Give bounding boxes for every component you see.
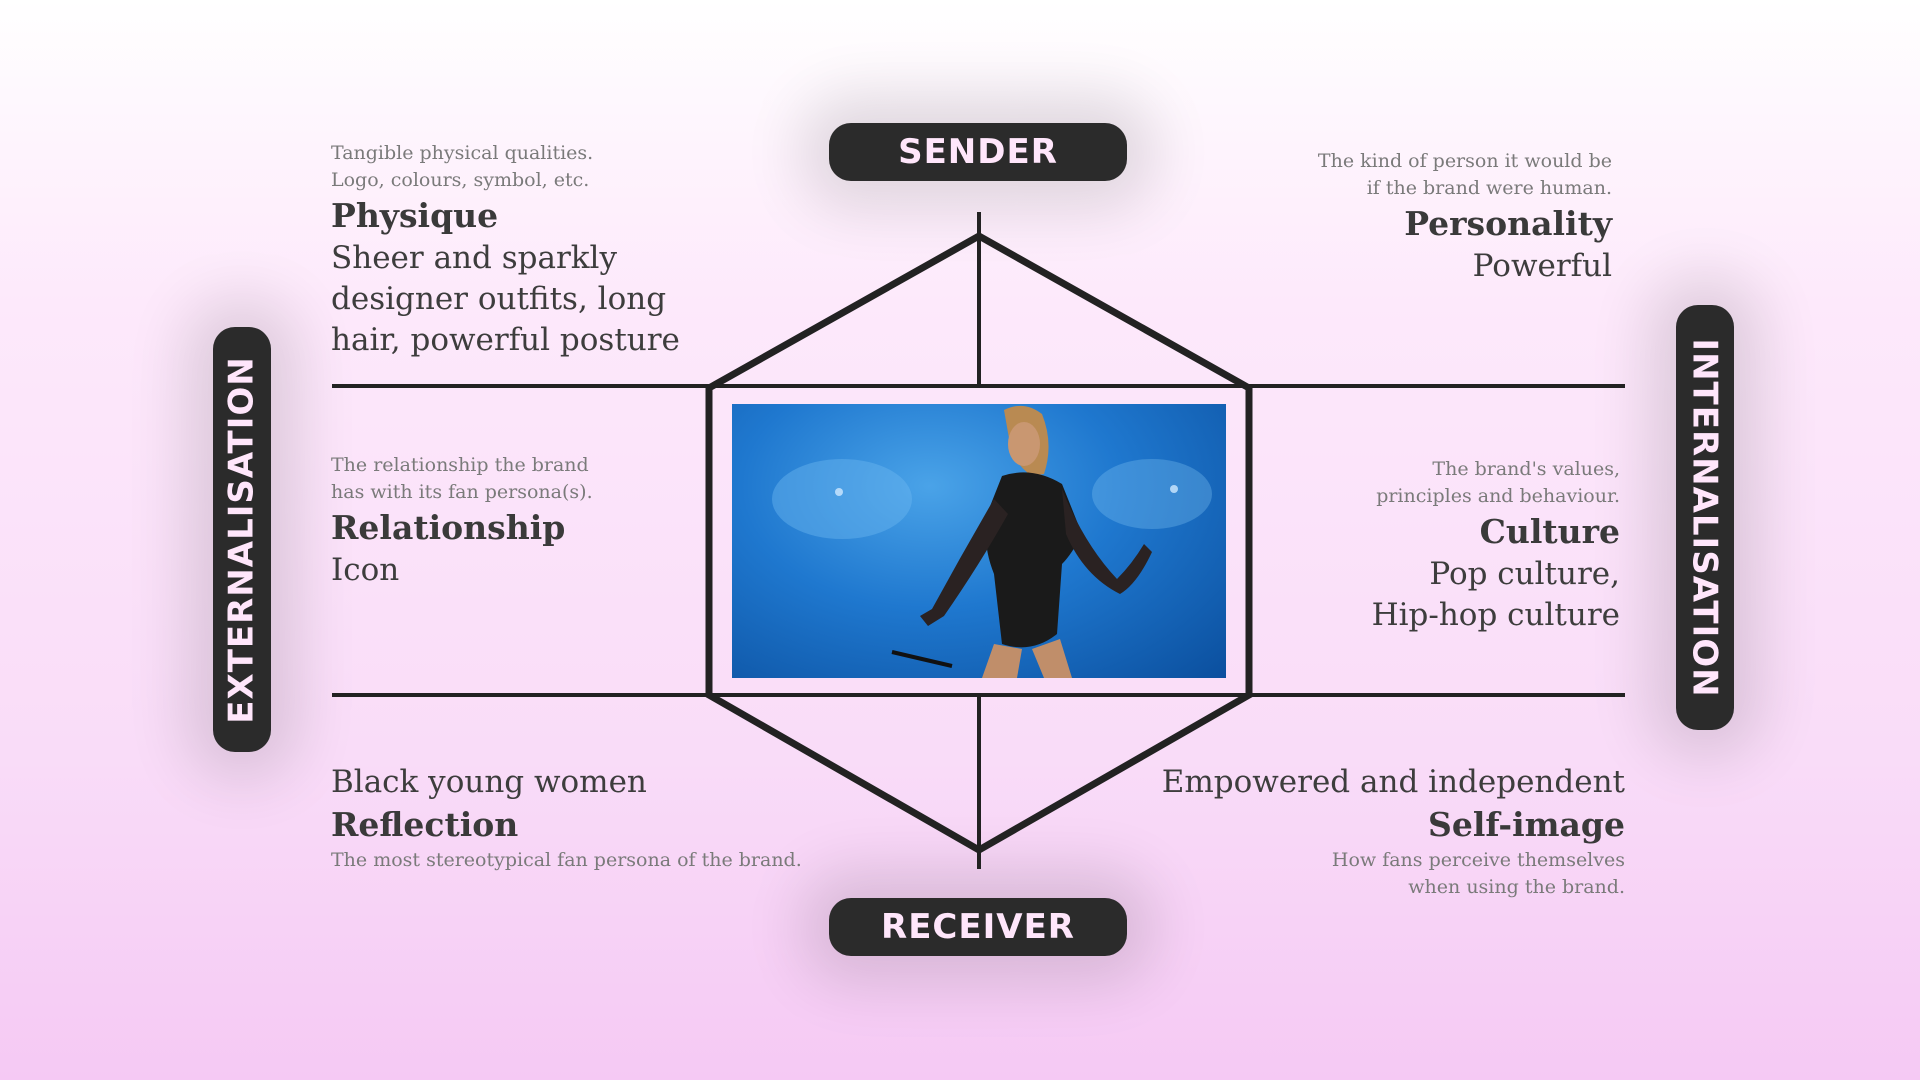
self-image-description-line-2: when using the brand. xyxy=(1162,874,1625,901)
physique-title: Physique xyxy=(331,194,680,238)
reflection-description-line-1: The most stereotypical fan persona of th… xyxy=(331,847,802,874)
performer-photo-illustration xyxy=(732,404,1226,678)
physique-value-line-1: Sheer and sparkly xyxy=(331,238,680,279)
personality-description-line-1: The kind of person it would be xyxy=(1318,148,1612,175)
physique-value-line-3: hair, powerful posture xyxy=(331,320,680,361)
personality-value-line-1: Powerful xyxy=(1318,246,1612,287)
culture-block: The brand's values, principles and behav… xyxy=(1372,456,1620,636)
self-image-description-line-1: How fans perceive themselves xyxy=(1162,847,1625,874)
personality-title: Personality xyxy=(1318,202,1612,246)
physique-description-line-1: Tangible physical qualities. xyxy=(331,140,680,167)
self-image-block: Empowered and independent Self-image How… xyxy=(1162,762,1625,901)
reflection-block: Black young women Reflection The most st… xyxy=(331,762,802,874)
culture-description-line-1: The brand's values, xyxy=(1372,456,1620,483)
physique-description-line-2: Logo, colours, symbol, etc. xyxy=(331,167,680,194)
culture-value-line-2: Hip-hop culture xyxy=(1372,595,1620,636)
culture-title: Culture xyxy=(1372,510,1620,554)
personality-block: The kind of person it would be if the br… xyxy=(1318,148,1612,287)
performer-photo xyxy=(732,404,1226,678)
physique-value-line-2: designer outfits, long xyxy=(331,279,680,320)
relationship-description-line-2: has with its fan persona(s). xyxy=(331,479,593,506)
relationship-title: Relationship xyxy=(331,506,593,550)
relationship-value-line-1: Icon xyxy=(331,550,593,591)
personality-description-line-2: if the brand were human. xyxy=(1318,175,1612,202)
self-image-value-line-1: Empowered and independent xyxy=(1162,762,1625,803)
reflection-title: Reflection xyxy=(331,803,802,847)
relationship-description-line-1: The relationship the brand xyxy=(331,452,593,479)
physique-block: Tangible physical qualities. Logo, colou… xyxy=(331,140,680,361)
relationship-block: The relationship the brand has with its … xyxy=(331,452,593,591)
culture-value-line-1: Pop culture, xyxy=(1372,554,1620,595)
culture-description-line-2: principles and behaviour. xyxy=(1372,483,1620,510)
reflection-value-line-1: Black young women xyxy=(331,762,802,803)
self-image-title: Self-image xyxy=(1162,803,1625,847)
